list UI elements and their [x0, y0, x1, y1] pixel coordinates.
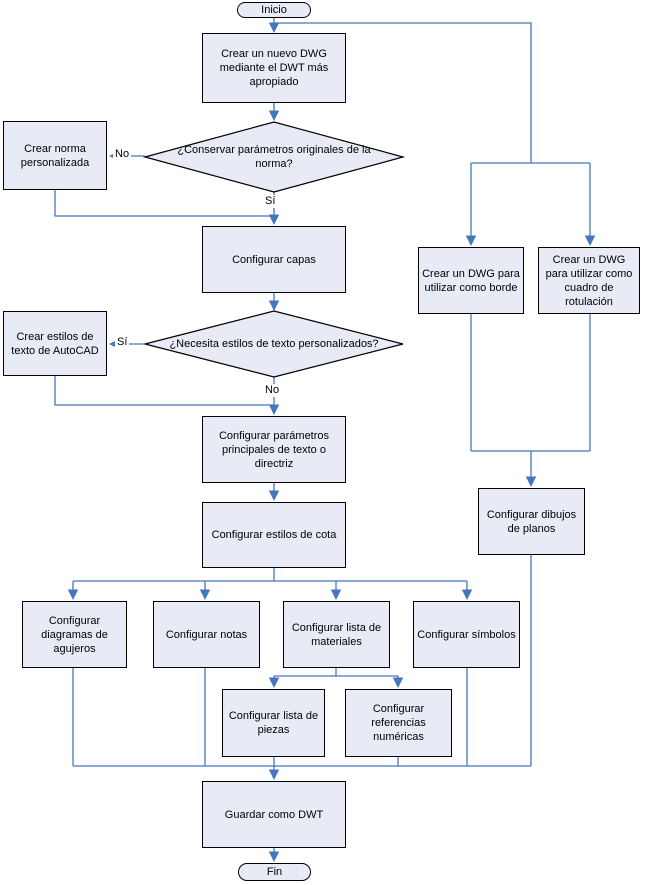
node-inicio: Inicio: [237, 2, 311, 18]
decision-label-conservar: ¿Conservar parámetros originales de la n…: [177, 144, 371, 170]
node-crear-dwg: Crear un nuevo DWG mediante el DWT más a…: [202, 33, 346, 103]
node-estilos-cota: Configurar estilos de cota: [202, 502, 346, 568]
node-referencias-numericas: Configurar referencias numéricas: [345, 689, 452, 757]
node-configurar-simbolos: Configurar símbolos: [413, 601, 520, 668]
node-dwg-borde: Crear un DWG para utilizar como borde: [418, 247, 524, 314]
node-guardar-dwt: Guardar como DWT: [202, 781, 346, 848]
edge-label-no-1: No: [113, 148, 132, 161]
node-crear-estilos-texto: Crear estilos de texto de AutoCAD: [3, 311, 107, 376]
node-dibujos-planos: Configurar dibujos de planos: [478, 488, 585, 555]
decision-diamond-conservar: [142, 121, 406, 193]
node-configurar-notas: Configurar notas: [153, 601, 260, 668]
node-fin: Fin: [238, 863, 311, 881]
node-configurar-capas: Configurar capas: [202, 226, 346, 293]
edge-label-si-1: Sí: [263, 195, 278, 208]
node-lista-materiales: Configurar lista de materiales: [283, 601, 390, 668]
decision-label-estilos: ¿Necesita estilos de texto personalizado…: [169, 338, 379, 350]
node-params-texto: Configurar parámetros principales de tex…: [202, 416, 346, 483]
decision-diamond-estilos: [144, 310, 404, 378]
node-diagramas-agujeros: Configurar diagramas de agujeros: [22, 601, 127, 668]
node-lista-piezas: Configurar lista de piezas: [222, 689, 325, 757]
edge-label-no-2: No: [263, 384, 282, 397]
node-crear-norma: Crear norma personalizada: [3, 121, 107, 190]
node-dwg-rotulacion: Crear un DWG para utilizar como cuadro d…: [538, 247, 640, 314]
edge-label-si-2: Sí: [115, 336, 130, 349]
